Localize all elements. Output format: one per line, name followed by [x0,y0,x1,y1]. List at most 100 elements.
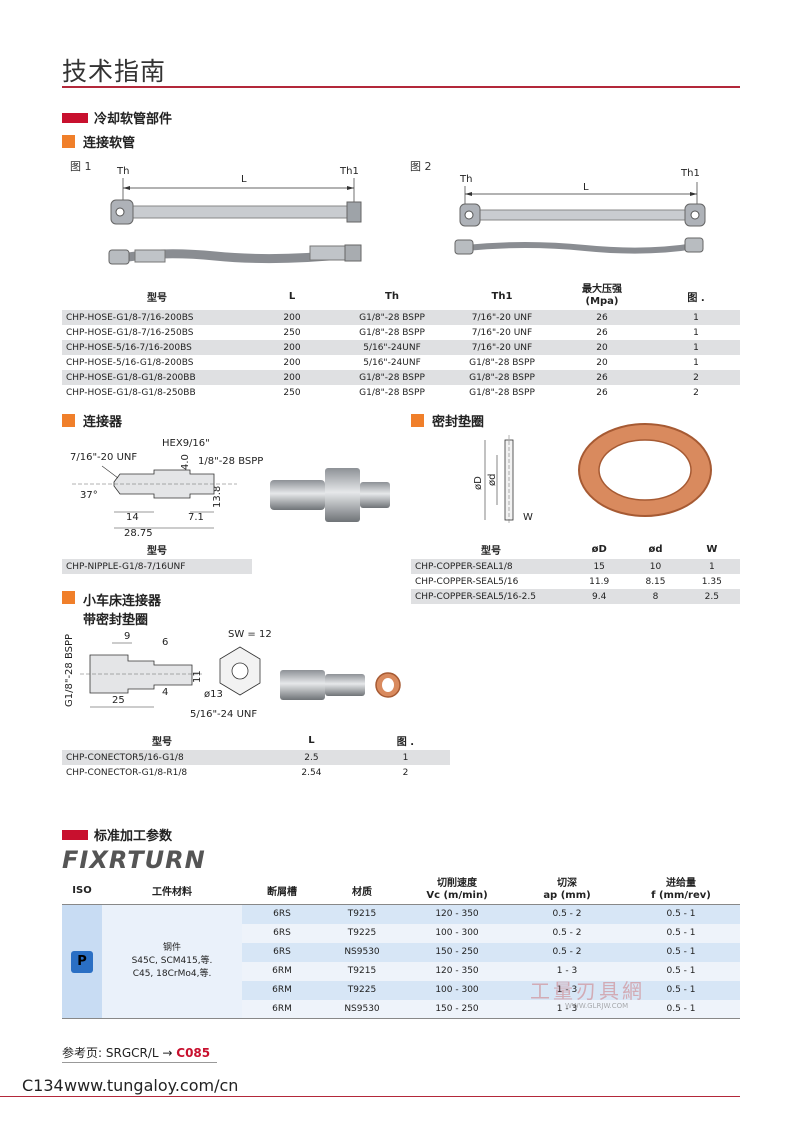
subsection-seal: 密封垫圈 [411,411,484,430]
cell: CHP-HOSE-G1/8-G1/8-250BB [66,387,196,398]
section-cooling-title: 冷却软管部件 [94,112,173,127]
proc-header-vc: 切削速度 Vc (m/min) [402,876,512,905]
page-number: C134 [22,1076,64,1095]
proc-header-ap-1: 切深 [557,878,577,889]
cell: 0.5 - 1 [622,999,740,1019]
dim-th1: Th1 [339,166,359,177]
connector-table: 型号 CHP-NIPPLE-G1/8-7/16UNF [62,540,252,574]
cell: 100 - 300 [402,980,512,1000]
table-row: 6RS T9225 100 - 300 0.5 - 2 0.5 - 1 [62,923,740,943]
cell: CHP-HOSE-G1/8-7/16-200BS [62,310,252,325]
cell: CHP-HOSE-5/16-G1/8-200BS [66,357,194,368]
machining-table: ISO 工件材料 断屑槽 材质 切削速度 Vc (m/min) 切深 ap (m… [62,876,740,1019]
material-line-2: S45C, SCM415,等. [131,956,213,966]
subsection-carriage-title-2: 带密封垫圈 [83,613,149,628]
watermark: 工量刃具網 [530,979,645,1003]
table-row: 6RM T9225 100 - 300 1 - 3 0.5 - 1 [62,980,740,1000]
seal-header-w: W [706,544,718,555]
cell: CHP-COPPER-SEAL5/16-2.5 [411,589,571,604]
cell: CHP-NIPPLE-G1/8-7/16UNF [62,559,252,574]
cell: 6RM [242,961,322,981]
cell: G1/8"-28 BSPP [469,357,535,368]
seal-header-id: ød [648,544,663,555]
iso-p-badge: P [71,950,93,973]
cell: T9225 [322,980,402,1000]
cell: 26 [552,310,652,325]
cell: 1 - 3 [512,980,622,1000]
cell: 6RS [242,904,322,924]
cell: 250 [283,327,301,338]
cell: 0.5 - 1 [622,980,740,1000]
section-marker-icon [62,829,88,840]
cell: CHP-CONECTOR-G1/8-R1/8 [66,767,188,778]
dim-id: ød [487,474,498,486]
connector-photo [270,468,390,522]
cell: G1/8"-28 BSPP [469,387,535,398]
cell: 5/16"-24UNF [332,340,452,355]
cell: T9225 [322,923,402,943]
table-row: CHP-COPPER-SEAL5/16 11.9 8.15 1.35 [411,574,740,589]
proc-header-vc-1: 切削速度 [437,878,477,889]
hose-header-l: L [288,290,296,302]
hose-figure-1: Th L Th1 [108,166,362,265]
connector-header-model: 型号 [147,546,167,557]
table-row: CHP-HOSE-G1/8-7/16-250BS 250 G1/8"-28 BS… [62,325,740,340]
subsection-marker-icon [62,591,75,604]
cell: 2.5 [683,589,740,604]
cell: 8 [627,589,684,604]
dim-sw: SW = 12 [228,629,272,640]
carriage-header-fig: 图 . [396,737,415,748]
dim-14: 14 [126,512,139,523]
cell: NS9530 [322,999,402,1019]
dim-bspp: 1/8"-28 BSPP [198,456,263,467]
cell: 6RS [242,942,322,962]
reference-link[interactable]: C085 [176,1046,211,1060]
cell: 120 - 350 [402,904,512,924]
dim-hex: HEX9/16" [162,438,210,449]
title-rule [62,86,740,88]
dim-11: 11 [192,670,203,683]
website-link[interactable]: www.tungaloy.com/cn [64,1076,239,1095]
proc-header-material: 工件材料 [152,886,192,898]
section-cooling: 冷却软管部件 [62,108,172,127]
cell: 200 [252,370,332,385]
table-row: CHP-COPPER-SEAL5/16-2.5 9.4 8 2.5 [411,589,740,604]
cell: 200 [252,340,332,355]
cell: 0.5 - 2 [512,923,622,943]
cell: 100 - 300 [402,923,512,943]
cell: 26 [596,327,608,338]
cell: 10 [627,559,684,574]
cell: CHP-HOSE-G1/8-7/16-250BS [66,327,194,338]
watermark-url: WWW.GLRJW.COM [565,1002,629,1010]
table-row: CHP-COPPER-SEAL1/8 15 10 1 [411,559,740,574]
subsection-carriage-title-1: 小车床连接器 [83,594,162,609]
reference-underline [62,1062,217,1063]
dim-l: L [241,174,247,185]
subsection-hose: 连接软管 [62,132,135,151]
subsection-hose-title: 连接软管 [83,136,136,151]
cell: 1 [693,327,699,338]
dim-w: W [523,512,533,523]
section-machining-title: 标准加工参数 [94,829,173,844]
cell: 6RM [242,999,322,1019]
footer-rule [0,1096,740,1097]
proc-header-grade: 材质 [352,886,372,898]
dim-th1-2: Th1 [680,168,700,179]
hose-figure-2: Th L Th1 [454,168,706,255]
hose-header-fig: 图 . [687,292,705,304]
table-row: 6RS NS9530 150 - 250 0.5 - 2 0.5 - 1 [62,942,740,962]
cell: CHP-COPPER-SEAL1/8 [411,559,571,574]
proc-header-ap-2: ap (mm) [543,890,591,901]
carriage-drawing: G1/8"-28 BSPP 9 6 11 4 25 [64,631,203,708]
proc-header-f-2: f (mm/rev) [651,890,711,901]
dim-28-75: 28.75 [124,528,153,539]
dim-od: øD [473,476,484,490]
cell: 120 - 350 [402,961,512,981]
cell: 6RS [242,923,322,943]
cell: 200 [283,357,301,368]
hose-table: 型号 L Th Th1 最大压强 (Mpa) 图 . CHP-HOSE-G1/8… [62,282,740,400]
cell: 250 [283,387,301,398]
dim-4-b: 4 [162,687,168,698]
table-row: P 钢件 S45C, SCM415,等. C45, 18CrMo4,等. 6RS… [62,904,740,1019]
seal-header-od: øD [591,544,607,555]
